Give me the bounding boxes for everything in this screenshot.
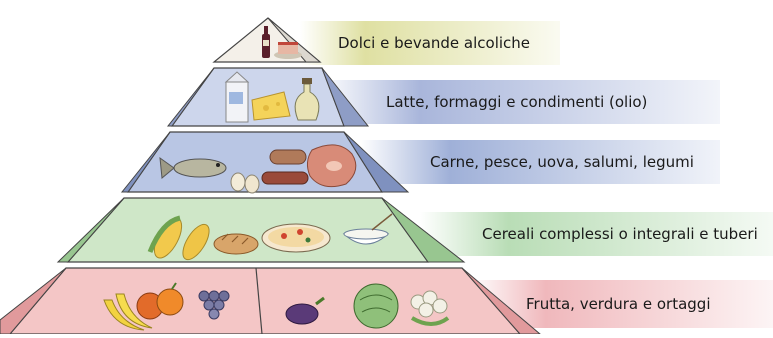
bread-icon xyxy=(213,233,259,255)
meat-icon xyxy=(306,144,357,188)
tier-4-label: Cereali complessi o integrali e tuberi xyxy=(482,225,758,243)
tier-3-band xyxy=(360,140,720,184)
pyramid-tier-3 xyxy=(120,131,410,194)
cake-icon xyxy=(274,42,302,59)
milk-carton-icon xyxy=(224,71,250,123)
tier-4-band xyxy=(420,212,773,256)
banana-icon xyxy=(103,293,153,331)
tier-3-label: Carne, pesce, uova, salumi, legumi xyxy=(430,153,694,171)
tier-2-label: Latte, formaggi e condimenti (olio) xyxy=(386,93,648,111)
grapes-icon xyxy=(198,290,230,320)
cheese-icon xyxy=(251,91,291,121)
corn-icon xyxy=(147,215,210,261)
rice-bowl-icon xyxy=(342,213,393,245)
cauliflower-icon xyxy=(410,290,450,326)
eggs-icon xyxy=(230,172,260,194)
pyramid-tier-4 xyxy=(56,197,466,263)
tier-5-label: Frutta, verdura e ortaggi xyxy=(526,295,711,313)
oil-cruet-icon xyxy=(294,78,320,121)
tier-1-band xyxy=(300,21,560,65)
pyramid-tier-1 xyxy=(212,17,322,63)
fish-icon xyxy=(159,156,227,179)
pyramid-tier-2 xyxy=(166,67,370,127)
tier-1-label: Dolci e bevande alcoliche xyxy=(338,34,531,52)
pizza-icon xyxy=(261,223,331,253)
eggplant-icon xyxy=(285,296,325,325)
pyramid-tier-5 xyxy=(0,267,542,335)
wine-bottle-icon xyxy=(262,26,270,58)
orange-icon xyxy=(136,282,184,320)
tier-2-band xyxy=(320,80,720,124)
sausage-icon xyxy=(261,149,309,185)
cabbage-icon xyxy=(353,283,399,329)
